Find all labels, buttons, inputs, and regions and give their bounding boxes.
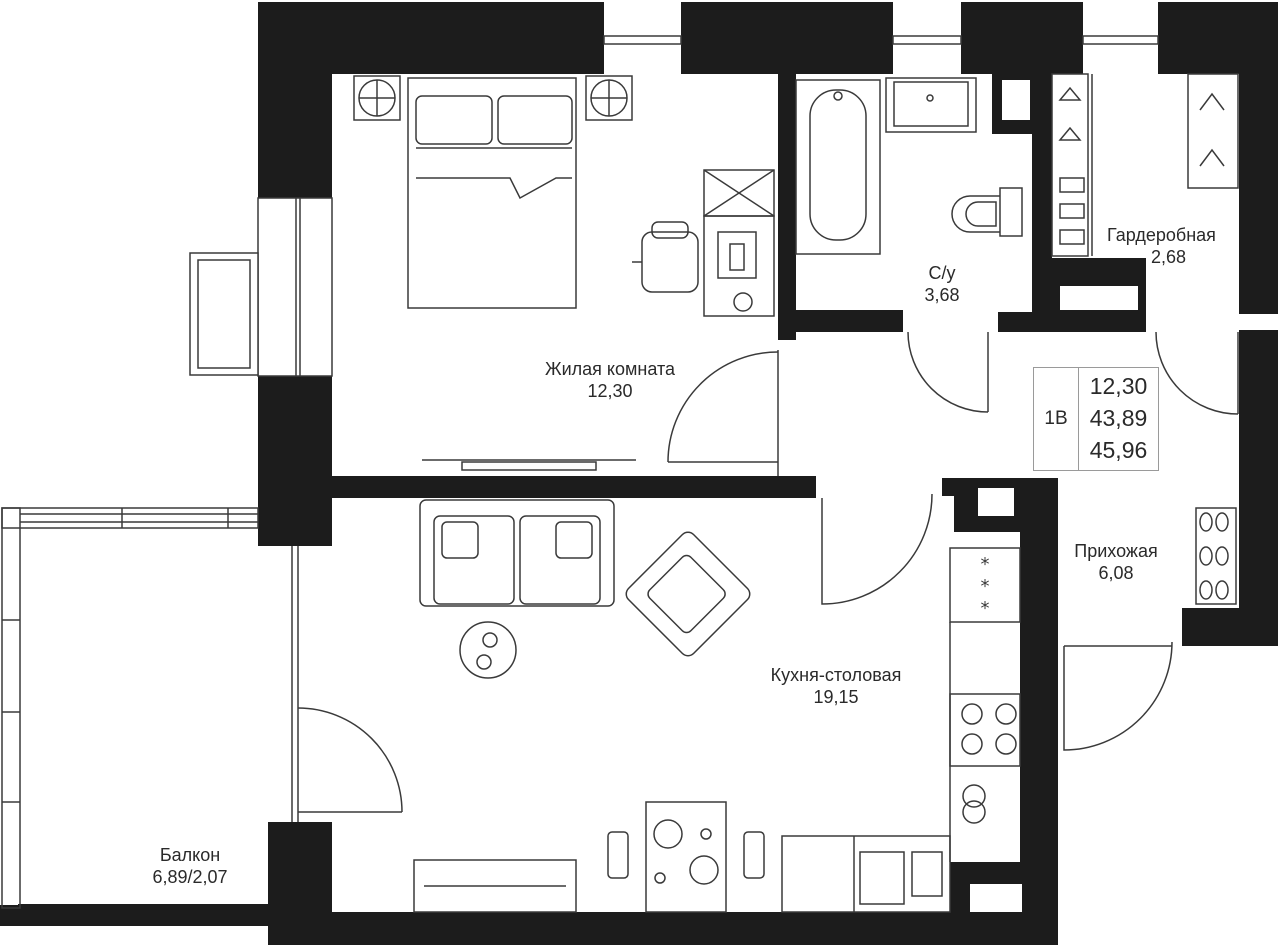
room-label-wardrobe: Гардеробная 2,68 — [1107, 224, 1216, 268]
dining-table — [607, 801, 765, 913]
sink-bathroom — [885, 77, 977, 133]
total-area-value: 43,89 — [1089, 405, 1148, 431]
toilet — [951, 187, 1023, 237]
room-label-hallway: Прихожая 6,08 — [1074, 540, 1157, 584]
room-label-kitchen: Кухня-столовая 19,15 — [771, 664, 902, 708]
windows — [189, 2, 1159, 912]
room-area: 12,30 — [587, 381, 633, 401]
svg-text:*: * — [981, 576, 990, 597]
area-summary-box: 1В 12,30 43,89 45,96 — [1033, 367, 1159, 471]
wardrobe-fixtures — [1051, 73, 1239, 257]
room-area: 6,08 — [1098, 563, 1134, 583]
area-values: 12,30 43,89 45,96 — [1079, 370, 1158, 466]
room-name: С/у — [928, 263, 956, 283]
bed — [353, 75, 633, 309]
bathtub — [795, 79, 881, 255]
desk — [632, 169, 775, 317]
total-with-balcony-value: 45,96 — [1089, 437, 1148, 463]
armchair — [625, 531, 751, 657]
room-name: Жилая комната — [544, 359, 676, 379]
room-area: 3,68 — [924, 285, 960, 305]
room-area: 2,68 — [1151, 247, 1187, 267]
sofa — [419, 499, 615, 607]
room-label-bathroom: С/у 3,68 — [924, 262, 959, 306]
shoe-rack — [1195, 507, 1237, 605]
room-label-balcony: Балкон 6,89/2,07 — [152, 844, 227, 888]
svg-text:*: * — [981, 554, 990, 575]
room-name: Балкон — [159, 845, 221, 865]
room-area: 19,15 — [813, 687, 859, 707]
balcony-frame — [1, 507, 299, 909]
room-name: Кухня-столовая — [770, 665, 902, 685]
tv-bedroom — [422, 459, 636, 471]
apartment-type: 1В — [1034, 368, 1079, 470]
room-label-living: Жилая комната 12,30 — [545, 358, 675, 402]
room-area: 6,89/2,07 — [152, 867, 228, 887]
coffee-table — [459, 621, 517, 679]
svg-text:*: * — [981, 598, 990, 619]
room-name: Прихожая — [1074, 541, 1158, 561]
doors — [297, 331, 1239, 813]
kitchen-counter: * * * — [413, 547, 1021, 913]
room-name: Гардеробная — [1107, 225, 1216, 245]
living-area-value: 12,30 — [1089, 373, 1148, 399]
